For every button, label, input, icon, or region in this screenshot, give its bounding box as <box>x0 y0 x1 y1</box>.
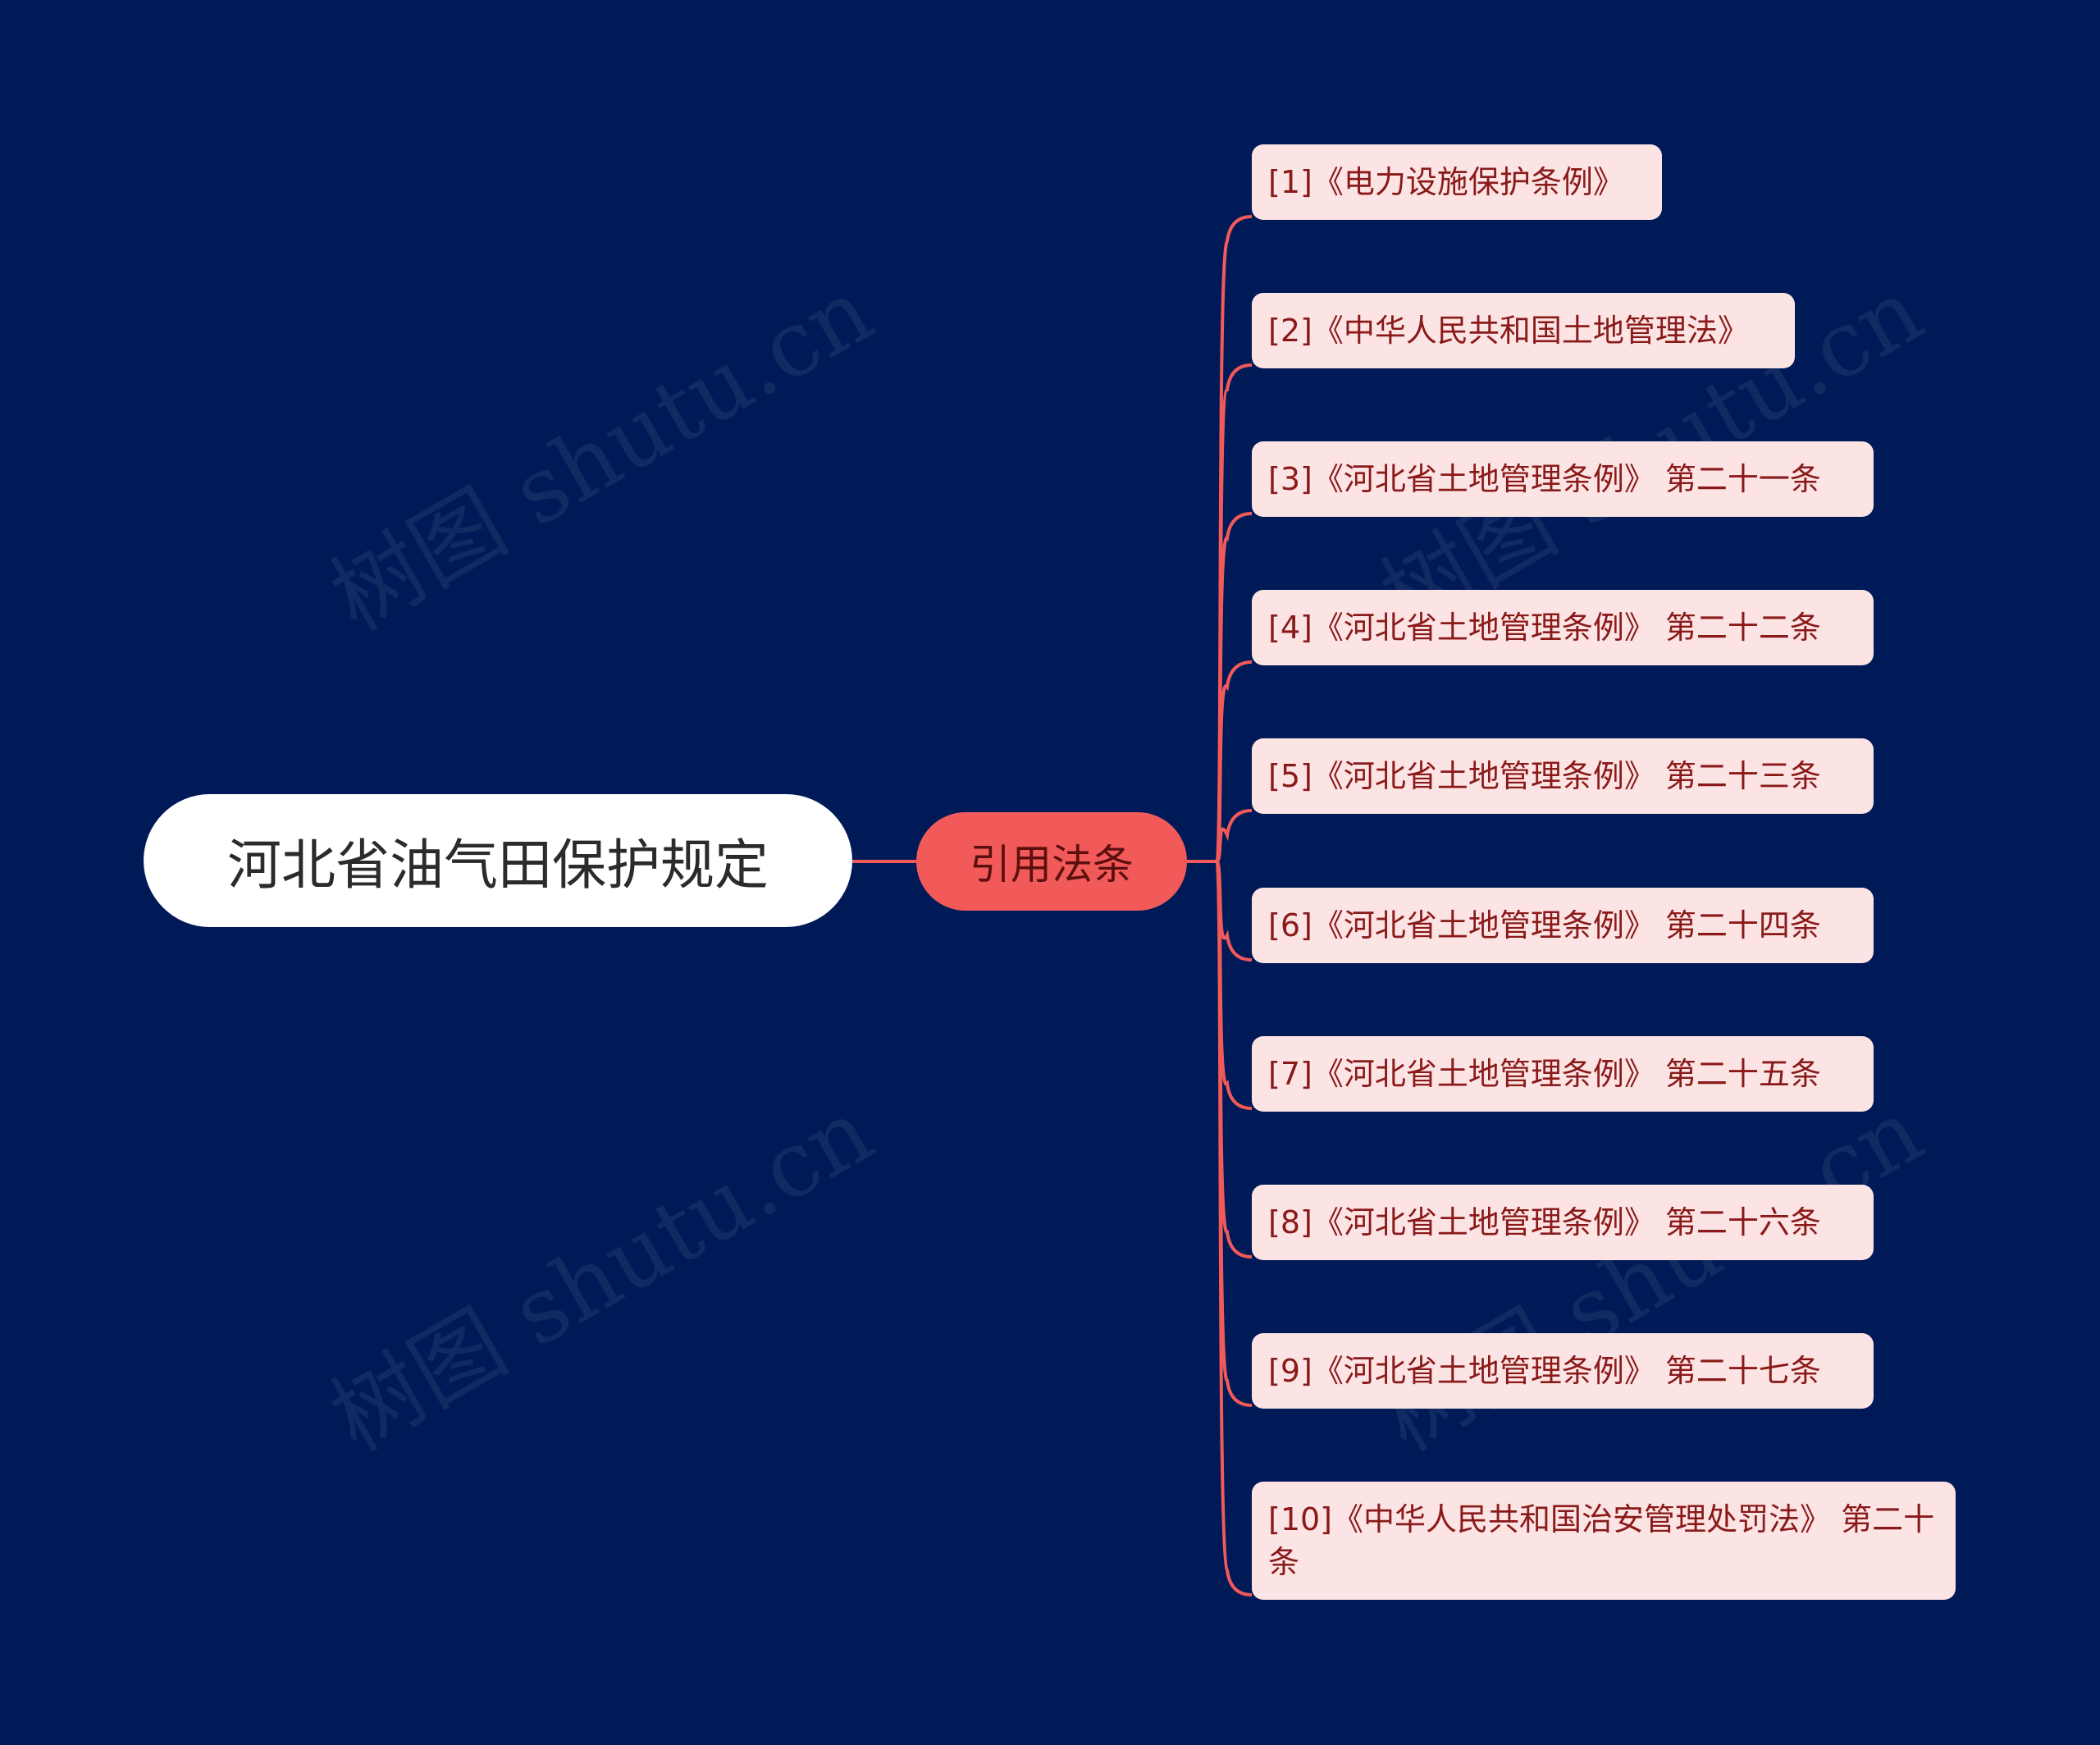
leaf-node-7[interactable]: [7]《河北省土地管理条例》 第二十五条 <box>1252 1036 1874 1112</box>
leaf-node-label: [7]《河北省土地管理条例》 第二十五条 <box>1268 1056 1821 1092</box>
leaf-connector <box>1216 861 1253 1597</box>
leaf-node-label: [5]《河北省土地管理条例》 第二十三条 <box>1268 758 1821 794</box>
leaf-node-label: [8]《河北省土地管理条例》 第二十六条 <box>1268 1204 1821 1240</box>
root-node[interactable]: 河北省油气田保护规定 <box>144 794 852 927</box>
watermark: 树图 shutu.cn <box>314 258 890 651</box>
watermark: 树图 shutu.cn <box>314 1078 890 1472</box>
leaf-node-label: [9]《河北省土地管理条例》 第二十七条 <box>1268 1353 1821 1389</box>
leaf-node-label: [6]《河北省土地管理条例》 第二十四条 <box>1268 907 1821 943</box>
branch-node-cited-laws[interactable]: 引用法条 <box>916 812 1187 911</box>
leaf-connector <box>1216 860 1253 962</box>
root-node-label: 河北省油气田保护规定 <box>227 834 769 897</box>
leaf-connector <box>1216 363 1253 862</box>
leaf-node-5[interactable]: [5]《河北省土地管理条例》 第二十三条 <box>1252 738 1874 814</box>
branch-node-label: 引用法条 <box>970 841 1134 888</box>
leaf-connector <box>1216 512 1253 862</box>
leaf-connectors <box>1187 215 1253 1597</box>
leaf-connector <box>1216 660 1253 862</box>
leaf-node-label: [2]《中华人民共和国土地管理法》 <box>1268 313 1749 349</box>
leaf-node-4[interactable]: [4]《河北省土地管理条例》 第二十二条 <box>1252 590 1874 665</box>
leaf-node-9[interactable]: [9]《河北省土地管理条例》 第二十七条 <box>1252 1333 1874 1409</box>
leaf-node-6[interactable]: [6]《河北省土地管理条例》 第二十四条 <box>1252 888 1874 963</box>
leaf-node-2[interactable]: [2]《中华人民共和国土地管理法》 <box>1252 293 1795 368</box>
leaf-node-label: [3]《河北省土地管理条例》 第二十一条 <box>1268 461 1821 497</box>
leaf-node-1[interactable]: [1]《电力设施保护条例》 <box>1252 144 1662 220</box>
leaf-connector <box>1216 861 1253 1110</box>
leaf-node-label: [1]《电力设施保护条例》 <box>1268 164 1624 200</box>
watermark: 树图 shutu.cn <box>1364 1078 1940 1472</box>
leaf-node-8[interactable]: [8]《河北省土地管理条例》 第二十六条 <box>1252 1185 1874 1260</box>
leaf-connector <box>1216 809 1253 863</box>
leaf-connector <box>1216 861 1253 1407</box>
leaf-connector <box>1216 861 1253 1259</box>
leaf-node-label: [10]《中华人民共和国治安管理处罚法》 第二十条 <box>1268 1501 1935 1580</box>
leaf-node-label: [4]《河北省土地管理条例》 第二十二条 <box>1268 610 1821 646</box>
leaf-connector <box>1216 215 1253 862</box>
leaf-node-10[interactable]: [10]《中华人民共和国治安管理处罚法》 第二十条 <box>1252 1482 1956 1600</box>
leaf-node-3[interactable]: [3]《河北省土地管理条例》 第二十一条 <box>1252 441 1874 517</box>
